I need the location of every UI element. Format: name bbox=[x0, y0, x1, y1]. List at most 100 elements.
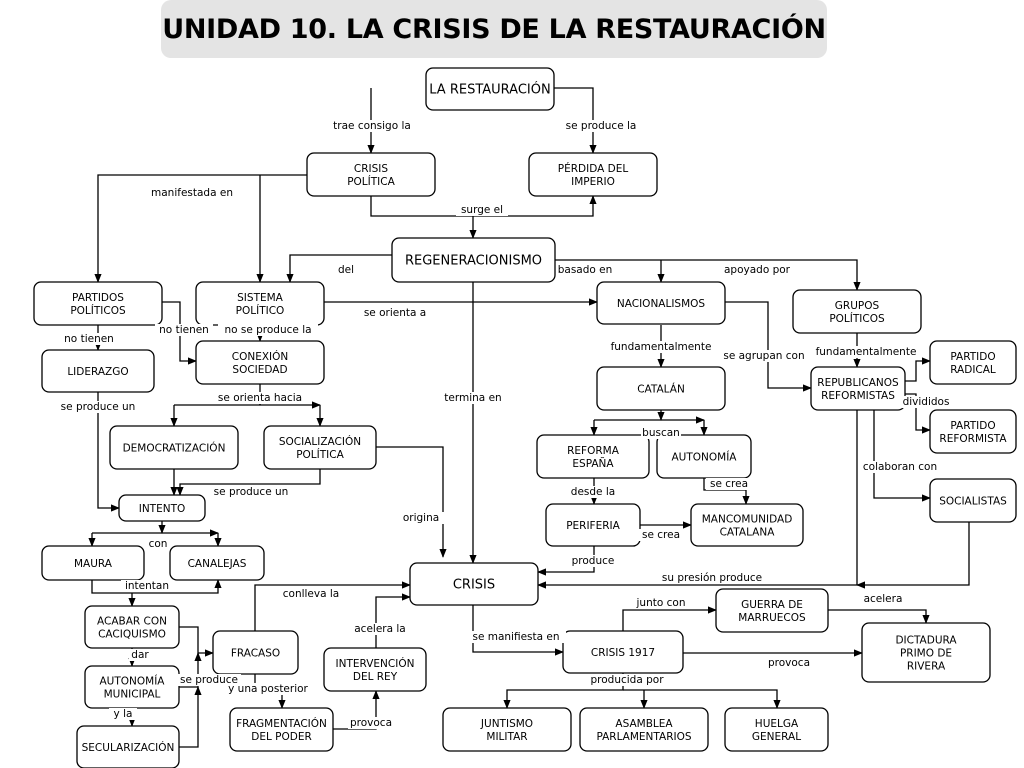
node-autonomia: AUTONOMÍA bbox=[656, 434, 752, 479]
edge-label-se-crea-1: se crea bbox=[710, 478, 748, 490]
node-label: POLÍTICOS bbox=[70, 304, 126, 317]
node-label: DEL PODER bbox=[251, 731, 312, 743]
node-label: PARTIDOS bbox=[72, 292, 124, 304]
node-label: REFORMA bbox=[567, 445, 620, 457]
node-box bbox=[229, 707, 334, 752]
node-label: CATALANA bbox=[720, 526, 776, 538]
edge-label-bg bbox=[109, 708, 137, 720]
edge-label-se-orienta-a: se orienta a bbox=[364, 307, 426, 319]
edge-label-conlleva: conlleva la bbox=[283, 588, 339, 600]
edge-label-se-produce-un-1: se produce un bbox=[61, 401, 136, 413]
node-box bbox=[596, 281, 726, 325]
node-label: GRUPOS bbox=[835, 300, 880, 312]
node-crisis-1917: CRISIS 1917 bbox=[562, 630, 684, 674]
node-label: PARLAMENTARIOS bbox=[596, 731, 691, 743]
connector-arrow bbox=[286, 254, 392, 283]
node-label: SOCIALISTAS bbox=[939, 495, 1007, 507]
connector-arrow bbox=[856, 522, 970, 589]
node-label: CATALÁN bbox=[637, 382, 685, 395]
node-box bbox=[41, 349, 155, 393]
edge-label-bg bbox=[641, 427, 681, 439]
edge-label-se-produce-un-2: se produce un bbox=[214, 486, 289, 498]
node-label: CANALEJAS bbox=[188, 558, 247, 570]
edge-label-bg bbox=[357, 307, 433, 319]
edge-label-origina: origina bbox=[403, 512, 439, 524]
edge-label-bg bbox=[348, 717, 394, 729]
edge-label-buscan: buscan bbox=[642, 427, 680, 439]
edge-label-no-se-produce: no se produce la bbox=[224, 324, 311, 336]
edge-label-se-manifiesta: se manifiesta en bbox=[472, 631, 559, 643]
node-box bbox=[263, 425, 377, 470]
edge-label-intentan: intentan bbox=[125, 580, 169, 592]
edge-label-junto-con: junto con bbox=[636, 597, 686, 609]
edge-label-se-orienta-hacia: se orienta hacia bbox=[218, 392, 302, 404]
connector-arrow bbox=[179, 686, 202, 748]
edge-label-del: del bbox=[338, 264, 354, 276]
node-box bbox=[536, 434, 650, 479]
connector-arrow bbox=[537, 546, 595, 576]
edge-label-bg bbox=[860, 593, 906, 605]
edge-label-bg bbox=[121, 580, 173, 592]
connector-arrow bbox=[97, 392, 120, 512]
node-label: JUNTISMO bbox=[480, 718, 533, 730]
node-label: PARTIDO bbox=[950, 351, 995, 363]
node-socialistas: SOCIALISTAS bbox=[929, 478, 1017, 523]
node-label: ASAMBLEA bbox=[615, 718, 673, 730]
edge-label-bg bbox=[155, 324, 213, 336]
connector-arrow bbox=[555, 259, 861, 291]
edge-label-bg bbox=[632, 597, 690, 609]
node-box bbox=[425, 67, 555, 111]
edge-label-trae-consigo: trae consigo la bbox=[333, 120, 411, 132]
node-label: REFORMISTAS bbox=[821, 390, 895, 402]
edge-label-bg bbox=[218, 324, 318, 336]
connector-arrow bbox=[179, 626, 214, 657]
node-box bbox=[861, 622, 991, 683]
edge-label-fundamentalmente-2: fundamentalmente bbox=[816, 346, 917, 358]
edge-label-bg bbox=[335, 264, 357, 276]
node-democratizacion: DEMOCRATIZACIÓN bbox=[109, 425, 239, 470]
connector-arrow bbox=[94, 174, 307, 283]
connector-arrow bbox=[873, 410, 931, 502]
node-label: SOCIEDAD bbox=[232, 364, 287, 376]
node-label: SECULARIZACIÓN bbox=[82, 741, 175, 754]
edge-label-bg bbox=[398, 512, 444, 524]
connector-arrow bbox=[622, 606, 717, 631]
edge-label-se-produce-la-1: se produce la bbox=[566, 120, 637, 132]
connector-arrow bbox=[472, 605, 564, 656]
edge-label-bg bbox=[210, 392, 310, 404]
node-box bbox=[545, 503, 641, 547]
node-box bbox=[212, 630, 299, 675]
connector-arrow bbox=[828, 609, 930, 624]
edge-label-su-presion: su presión produce bbox=[662, 572, 762, 584]
node-label: IMPERIO bbox=[571, 176, 615, 188]
edge-label-manifestada-en: manifestada en bbox=[151, 187, 233, 199]
node-label: PRIMO DE bbox=[900, 647, 952, 659]
node-label: CRISIS bbox=[453, 578, 495, 593]
node-label: INTERVENCIÓN bbox=[336, 657, 415, 670]
edge-label-bg bbox=[129, 649, 151, 661]
node-label: DICTADURA bbox=[895, 634, 957, 646]
node-label: POLÍTICO bbox=[236, 304, 285, 317]
node-label: PÉRDIDA DEL bbox=[558, 162, 629, 175]
node-label: FRACASO bbox=[231, 647, 280, 659]
edge-label-con: con bbox=[149, 538, 168, 550]
edge-label-divididos: divididos bbox=[903, 396, 950, 408]
node-box bbox=[792, 289, 922, 334]
node-box bbox=[528, 152, 658, 197]
edge-label-acelera-1: acelera bbox=[864, 593, 903, 605]
edge-label-colaboran-con: colaboran con bbox=[863, 461, 937, 473]
node-nacionalismos: NACIONALISMOS bbox=[596, 281, 726, 325]
node-box bbox=[596, 366, 726, 411]
node-label: PARTIDO bbox=[950, 420, 995, 432]
